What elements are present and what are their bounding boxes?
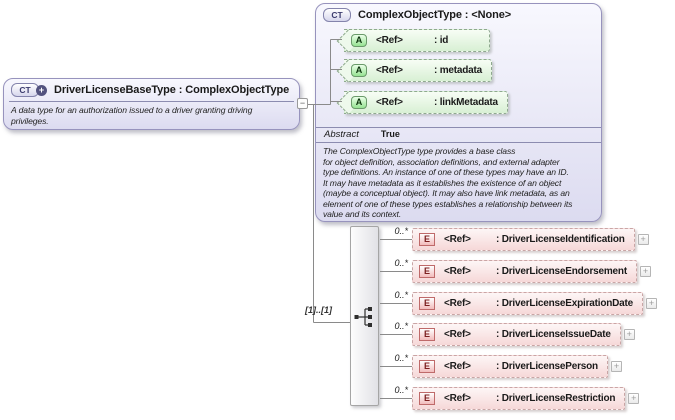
expand-button[interactable]: + bbox=[610, 361, 622, 372]
element-cardinality: 0..* bbox=[394, 353, 408, 363]
sequence-icon bbox=[354, 307, 372, 327]
element-ref: <Ref> bbox=[444, 234, 471, 245]
property-value: True bbox=[380, 129, 400, 139]
attribute-row-id[interactable]: A <Ref> : id bbox=[344, 29, 490, 52]
element-box[interactable]: E <Ref> : DriverLicenseExpirationDate bbox=[412, 292, 644, 315]
main-type-box[interactable]: CT + DriverLicenseBaseType : ComplexObje… bbox=[3, 78, 300, 130]
element-ref: <Ref> bbox=[444, 298, 471, 309]
sequence-compositor-bar[interactable] bbox=[350, 226, 379, 406]
attribute-name: : id bbox=[434, 35, 449, 46]
element-ref: <Ref> bbox=[444, 393, 471, 404]
sequence-cardinality: [1]..[1] bbox=[305, 305, 332, 315]
element-name: : DriverLicenseRestriction bbox=[496, 393, 616, 404]
element-icon: E bbox=[419, 360, 435, 373]
element-box[interactable]: E <Ref> : DriverLicenseIssueDate bbox=[412, 323, 621, 346]
element-box[interactable]: E <Ref> : DriverLicenseRestriction bbox=[412, 387, 626, 410]
element-box[interactable]: E <Ref> : DriverLicenseIdentification bbox=[412, 228, 635, 251]
collapse-handle[interactable]: − bbox=[297, 98, 308, 109]
complex-type-icon: CT bbox=[323, 8, 351, 22]
base-type-title: ComplexObjectType : <None> bbox=[358, 9, 512, 21]
element-cardinality: 0..* bbox=[394, 226, 408, 236]
attribute-ref: <Ref> bbox=[376, 35, 403, 46]
divider bbox=[9, 101, 294, 102]
element-row-driverlicenserestriction: E <Ref> : DriverLicenseRestriction + bbox=[412, 387, 640, 410]
element-row-driverlicenseissuedate: E <Ref> : DriverLicenseIssueDate + bbox=[412, 323, 635, 346]
element-name: : DriverLicenseEndorsement bbox=[496, 266, 627, 277]
element-row-driverlicenseendorsement: E <Ref> : DriverLicenseEndorsement + bbox=[412, 260, 651, 283]
element-name: : DriverLicensePerson bbox=[496, 361, 598, 372]
element-icon: E bbox=[419, 297, 435, 310]
element-row-driverlicenseidentification: E <Ref> : DriverLicenseIdentification + bbox=[412, 228, 649, 251]
plus-circle-icon: + bbox=[36, 84, 47, 96]
element-box[interactable]: E <Ref> : DriverLicenseEndorsement bbox=[412, 260, 637, 283]
base-type-description: The ComplexObjectType type provides a ba… bbox=[323, 146, 573, 219]
element-name: : DriverLicenseIdentification bbox=[496, 234, 625, 245]
ct-badge: CT bbox=[11, 83, 39, 97]
element-name: : DriverLicenseIssueDate bbox=[496, 329, 611, 340]
attribute-icon: A bbox=[351, 34, 367, 47]
element-icon: E bbox=[419, 265, 435, 278]
element-ref: <Ref> bbox=[444, 266, 471, 277]
attribute-icon: A bbox=[351, 96, 367, 109]
element-icon: E bbox=[419, 392, 435, 405]
main-type-title: DriverLicenseBaseType : ComplexObjectTyp… bbox=[54, 84, 290, 96]
element-box[interactable]: E <Ref> : DriverLicensePerson bbox=[412, 355, 608, 378]
attribute-icon: A bbox=[351, 64, 367, 77]
element-row-driverlicenseexpirationdate: E <Ref> : DriverLicenseExpirationDate + bbox=[412, 292, 658, 315]
expand-button[interactable]: + bbox=[639, 266, 651, 277]
element-ref: <Ref> bbox=[444, 361, 471, 372]
attribute-row-metadata[interactable]: A <Ref> : metadata bbox=[344, 59, 493, 82]
attribute-row-linkmetadata[interactable]: A <Ref> : linkMetadata bbox=[344, 91, 508, 114]
expand-button[interactable]: + bbox=[623, 329, 635, 340]
element-icon: E bbox=[419, 233, 435, 246]
expand-button[interactable]: + bbox=[646, 298, 658, 309]
element-cardinality: 0..* bbox=[394, 385, 408, 395]
element-row-driverlicenseperson: E <Ref> : DriverLicensePerson + bbox=[412, 355, 622, 378]
element-ref: <Ref> bbox=[444, 329, 471, 340]
main-type-description: A data type for an authorization issued … bbox=[11, 105, 253, 126]
base-type-box[interactable]: CT ComplexObjectType : <None> A <Ref> : … bbox=[315, 3, 602, 222]
attribute-name: : linkMetadata bbox=[434, 97, 498, 108]
expand-button[interactable]: + bbox=[637, 234, 649, 245]
element-icon: E bbox=[419, 328, 435, 341]
element-name: : DriverLicenseExpirationDate bbox=[496, 298, 634, 309]
attribute-name: : metadata bbox=[434, 65, 483, 76]
property-label: Abstract bbox=[324, 129, 359, 140]
element-cardinality: 0..* bbox=[394, 321, 408, 331]
expand-button[interactable]: + bbox=[628, 393, 640, 404]
properties-row: Abstract True bbox=[316, 127, 601, 143]
base-type-header: CT ComplexObjectType : <None> bbox=[316, 4, 601, 24]
complex-type-plus-icon: CT + bbox=[11, 83, 47, 97]
element-cardinality: 0..* bbox=[394, 258, 408, 268]
attribute-ref: <Ref> bbox=[376, 97, 403, 108]
ct-badge: CT bbox=[323, 8, 351, 22]
attribute-ref: <Ref> bbox=[376, 65, 403, 76]
element-cardinality: 0..* bbox=[394, 290, 408, 300]
main-type-header: CT + DriverLicenseBaseType : ComplexObje… bbox=[4, 79, 299, 99]
